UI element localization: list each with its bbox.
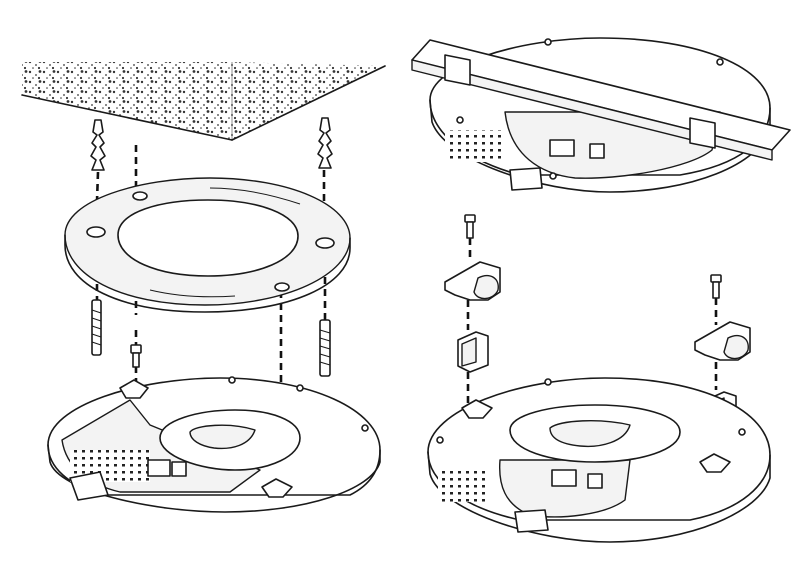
screw-left [91,299,102,356]
t-bar-clip-panel [427,214,771,543]
access-point-bottom [427,377,771,543]
mounting-bracket [64,177,351,313]
t-bar-clip [694,321,751,361]
wall-anchor-right [317,117,333,169]
locking-screw [130,344,142,368]
access-point-left [47,376,381,513]
screw-right [319,319,331,377]
clip-screw [464,214,476,239]
ceiling-mount-panel [21,62,386,513]
wall-anchor-left [90,119,106,171]
t-bar-rail-panel [411,37,791,193]
ceiling-surface [21,62,386,141]
clip-adapter [457,331,489,373]
t-bar-rail [411,39,791,161]
t-bar-clip [444,261,501,301]
clip-screw [710,274,722,299]
